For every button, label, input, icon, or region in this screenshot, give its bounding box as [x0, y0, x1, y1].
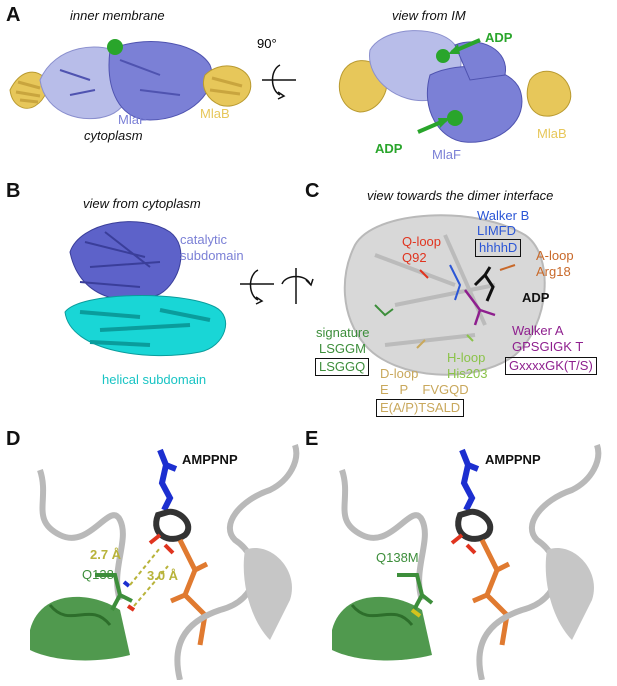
amppnp-sugar-e: [455, 508, 494, 542]
panel-a-mlaf-right: MlaF: [432, 147, 461, 162]
panel-d-dist-1: 2.7 Å: [90, 547, 122, 562]
panel-a-view-from-im-label: view from IM: [392, 8, 466, 23]
q138-sticks: [95, 573, 133, 611]
signature-seq: LSGGM: [319, 341, 366, 356]
q-loop-label: Q-loop: [402, 234, 442, 249]
amppnp-base-e: [459, 448, 480, 512]
mlaf-left-strands: [59, 59, 181, 96]
mlab-right2-ribbon: [526, 70, 572, 117]
panel-d-dist-2: 3.0 Å: [147, 568, 179, 583]
d-loop-sticks: [416, 339, 426, 349]
h-loop-residue: His203: [447, 366, 488, 381]
signature-sticks: [374, 304, 394, 317]
panel-bc-rotation: [240, 268, 314, 305]
mlaf-right-dark2: [454, 41, 506, 81]
panel-a-cytoplasm-label: cytoplasm: [84, 128, 143, 143]
panel-d-ligand-label: AMPPNP: [182, 452, 238, 467]
panel-c-structure: [343, 214, 546, 376]
walker-a-consensus: GxxxxGK(T/S): [505, 357, 597, 375]
grey-helix-right-e: [545, 548, 594, 640]
panel-d-residue: Q138: [82, 567, 114, 582]
panel-a-mlaf-left: MlaF: [118, 112, 147, 127]
panel-b-letter: B: [6, 180, 21, 202]
grey-loop-left: [37, 469, 126, 601]
mlab-left-helices: [15, 80, 41, 104]
green-helix: [30, 596, 130, 661]
walker-b-consensus: hhhhD: [475, 239, 522, 257]
d-loop-seq: E P FVGQD: [380, 382, 469, 397]
walker-a-seq: GPSGIGK T: [512, 339, 584, 354]
panel-b-structure: [64, 221, 227, 357]
mlab-left2-ribbon: [203, 65, 252, 107]
q138m-sticks: [397, 573, 434, 611]
walker-b-label: Walker B: [477, 208, 530, 223]
panel-a-mlab-left: MlaB: [200, 106, 230, 121]
panel-c-adp-label: ADP: [522, 290, 550, 305]
walker-b-seq: LIMFD: [477, 223, 516, 238]
adp-right-top: [436, 49, 450, 63]
panel-b-helical: helical subdomain: [102, 372, 207, 387]
q-loop-residue: Q92: [402, 250, 427, 265]
d-loop-label: D-loop: [380, 366, 419, 381]
a-loop-sticks: [499, 264, 516, 271]
a-loop-label: A-loop: [536, 248, 574, 263]
h-bond-1: [129, 547, 161, 586]
adp-left: [107, 39, 123, 55]
panel-b-title: view from cytoplasm: [83, 196, 201, 211]
amppnp-phosphates-e: [472, 538, 511, 646]
h-loop-label: H-loop: [447, 350, 486, 365]
panel-c-title: view towards the dimer interface: [367, 188, 554, 203]
panel-a-adp-bottom: ADP: [375, 141, 403, 156]
q-loop-sticks: [419, 269, 429, 279]
signature-label: signature: [316, 325, 370, 340]
grey-helix-right: [243, 548, 292, 640]
grey-loop-right-e: [476, 444, 602, 680]
panel-e-ligand-label: AMPPNP: [485, 452, 541, 467]
adp-right-bottom: [447, 110, 463, 126]
amppnp-base: [157, 448, 178, 512]
signature-consensus: LSGGQ: [315, 358, 370, 376]
panel-d-structure: [30, 444, 300, 680]
walker-a-sticks: [464, 289, 496, 326]
panel-a-rotation-label: 90°: [257, 36, 277, 51]
a-loop-residue: Arg18: [536, 264, 571, 279]
amppnp-phosphates: [170, 538, 209, 646]
panel-a-adp-top: ADP: [485, 30, 513, 45]
panel-b-catalytic-2: subdomain: [180, 248, 244, 263]
panel-a-inner-membrane-label: inner membrane: [70, 8, 165, 23]
panel-a-mlab-right: MlaB: [537, 126, 567, 141]
walker-a-label: Walker A: [512, 323, 564, 338]
walker-b-sticks: [449, 264, 462, 301]
grey-loop-right: [174, 444, 300, 680]
catalytic-subdomain: [69, 221, 182, 301]
panel-e-letter: E: [305, 428, 319, 450]
h-loop-sticks: [466, 334, 474, 342]
mlaf-left-dark: [108, 41, 213, 121]
panel-a-letter: A: [6, 4, 21, 26]
panel-b-catalytic-1: catalytic: [180, 232, 227, 247]
panel-e-residue: Q138M: [376, 550, 419, 565]
rotation-arrow-a: [262, 64, 296, 96]
green-helix-e: [332, 596, 432, 661]
panel-d-letter: D: [6, 428, 21, 450]
panel-c-letter: C: [305, 180, 320, 202]
d-loop-consensus: E(A/P)TSALD: [376, 399, 465, 417]
mlab-left2-helices: [209, 76, 243, 96]
grey-loop-left-e: [339, 469, 428, 601]
adp-sticks: [473, 266, 495, 302]
panel-e-structure: [332, 444, 602, 680]
panel-a-structures: [9, 30, 572, 143]
amppnp-sugar: [153, 508, 192, 542]
